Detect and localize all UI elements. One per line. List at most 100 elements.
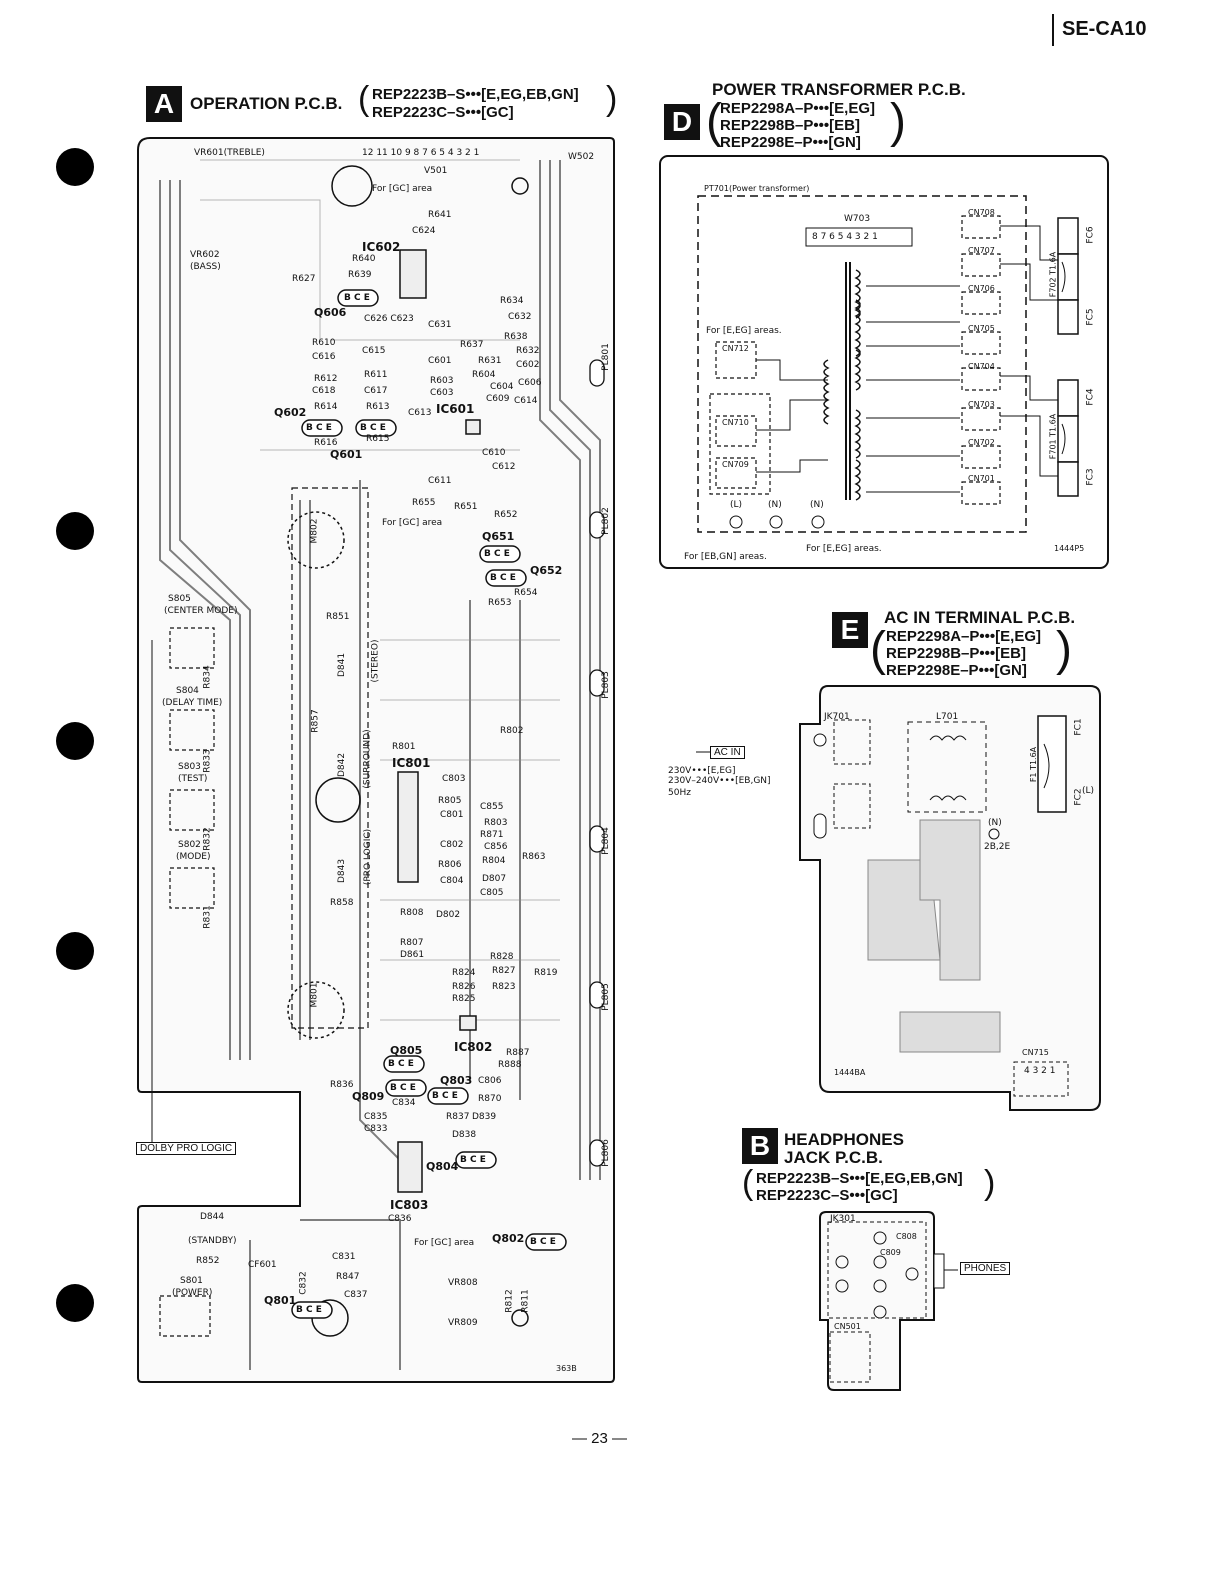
l701-label: L701 bbox=[936, 712, 959, 722]
w502-label: W502 bbox=[568, 152, 595, 162]
ac-in-callout: AC IN bbox=[710, 746, 745, 759]
header-divider bbox=[1052, 14, 1054, 46]
for-gc-area-3-label: For [GC] area bbox=[414, 1238, 475, 1248]
section-a-part-1: REP2223B–S•••[E,EG,EB,GN] bbox=[372, 86, 579, 103]
r863-label: R863 bbox=[522, 852, 546, 862]
ic801-label: IC801 bbox=[392, 756, 431, 770]
cn501-label: CN501 bbox=[834, 1322, 861, 1331]
section-b-title-2: JACK P.C.B. bbox=[784, 1148, 883, 1167]
l-terminal-label: (L) bbox=[730, 500, 743, 510]
r806-label: R806 bbox=[438, 860, 462, 870]
q809-bce: B C E bbox=[390, 1083, 416, 1093]
r655-label: R655 bbox=[412, 498, 436, 508]
r612-label: R612 bbox=[314, 374, 338, 384]
c803-label: C803 bbox=[442, 774, 466, 784]
d838-label: D838 bbox=[452, 1130, 477, 1140]
q804-bce: B C E bbox=[460, 1155, 486, 1165]
c610-label: C610 bbox=[482, 448, 506, 458]
vr602-label: VR602 bbox=[190, 250, 220, 260]
paren-left: ( bbox=[870, 623, 886, 676]
section-d-part-2: REP2298B–P•••[EB] bbox=[720, 117, 860, 134]
d802-label: D802 bbox=[436, 910, 461, 920]
paren-left: ( bbox=[706, 95, 722, 148]
for-eb-gn-areas-label: For [EB,GN] areas. bbox=[684, 552, 767, 562]
board-code: 363B bbox=[556, 1364, 577, 1373]
r640-label: R640 bbox=[352, 254, 376, 264]
c855-label: C855 bbox=[480, 802, 504, 812]
r652-label: R652 bbox=[494, 510, 518, 520]
s803-label: S803 bbox=[178, 762, 201, 772]
c611-label: C611 bbox=[428, 476, 452, 486]
r604-label: R604 bbox=[472, 370, 496, 380]
n-terminal-e-label: (N) bbox=[988, 818, 1002, 828]
cn706-label: CN706 bbox=[968, 284, 995, 293]
c837-label: C837 bbox=[344, 1290, 368, 1300]
c614-label: C614 bbox=[514, 396, 538, 406]
pt701-label: PT701(Power transformer) bbox=[704, 184, 810, 193]
r627-label: R627 bbox=[292, 274, 316, 284]
q809-label: Q809 bbox=[352, 1090, 385, 1103]
section-b-title-1: HEADPHONES bbox=[784, 1130, 904, 1149]
r819-label: R819 bbox=[534, 968, 558, 978]
cn704-label: CN704 bbox=[968, 362, 995, 371]
r610-label: R610 bbox=[312, 338, 336, 348]
binder-hole bbox=[56, 722, 94, 760]
n-terminal-label: (N) bbox=[768, 500, 782, 510]
cn710-label: CN710 bbox=[722, 418, 749, 427]
r825-label: R825 bbox=[452, 994, 476, 1004]
q802-label: Q802 bbox=[492, 1232, 525, 1245]
c612-label: C612 bbox=[492, 462, 516, 472]
q652-label: Q652 bbox=[530, 564, 563, 577]
for-gc-area-2-label: For [GC] area bbox=[382, 518, 443, 528]
r858-label: R858 bbox=[330, 898, 354, 908]
vr809-label: VR809 bbox=[448, 1318, 478, 1328]
r654-label: R654 bbox=[514, 588, 538, 598]
cn707-label: CN707 bbox=[968, 246, 995, 255]
section-b-badge: B bbox=[742, 1128, 778, 1164]
r805-label: R805 bbox=[438, 796, 462, 806]
r803-label: R803 bbox=[484, 818, 508, 828]
board-d-code: 1444P5 bbox=[1054, 544, 1085, 553]
q802-bce: B C E bbox=[530, 1237, 556, 1247]
section-d-title: POWER TRANSFORMER P.C.B. bbox=[712, 80, 966, 99]
r802-label: R802 bbox=[500, 726, 524, 736]
c835-label: C835 bbox=[364, 1112, 388, 1122]
r653-label: R653 bbox=[488, 598, 512, 608]
page-number: — 23 — bbox=[572, 1430, 628, 1447]
r828-label: R828 bbox=[490, 952, 514, 962]
d807-label: D807 bbox=[482, 874, 507, 884]
c618-label: C618 bbox=[312, 386, 336, 396]
cn709-label: CN709 bbox=[722, 460, 749, 469]
q651-bce: B C E bbox=[484, 549, 510, 559]
c805-label: C805 bbox=[480, 888, 504, 898]
section-d-part-1: REP2298A–P•••[E,EG] bbox=[720, 100, 875, 117]
standby-label: (STANDBY) bbox=[188, 1236, 237, 1246]
r603-label: R603 bbox=[430, 376, 454, 386]
ic802-label: IC802 bbox=[454, 1040, 493, 1054]
binder-hole bbox=[56, 932, 94, 970]
c601-label: C601 bbox=[428, 356, 452, 366]
power-label: (POWER) bbox=[172, 1288, 213, 1298]
s805-label: S805 bbox=[168, 594, 191, 604]
c808-label: C808 bbox=[896, 1232, 917, 1241]
cn703-label: CN703 bbox=[968, 400, 995, 409]
paren-right: ) bbox=[890, 95, 906, 148]
c801-label: C801 bbox=[440, 810, 464, 820]
w703-label: W703 bbox=[844, 214, 871, 224]
section-b-part-2: REP2223C–S•••[GC] bbox=[756, 1187, 898, 1204]
r641-label: R641 bbox=[428, 210, 452, 220]
q651-label: Q651 bbox=[482, 530, 515, 543]
section-e-part-2: REP2298B–P•••[EB] bbox=[886, 645, 1026, 662]
section-d-badge: D bbox=[664, 104, 700, 140]
c631-label: C631 bbox=[428, 320, 452, 330]
vr808-label: VR808 bbox=[448, 1278, 478, 1288]
w703-pins: 8 7 6 5 4 3 2 1 bbox=[812, 232, 878, 242]
s802-label: S802 bbox=[178, 840, 201, 850]
paren-right: ) bbox=[984, 1164, 996, 1202]
delay-time-label: (DELAY TIME) bbox=[162, 698, 223, 708]
r634-label: R634 bbox=[500, 296, 524, 306]
for-e-eg-areas-label: For [E,EG] areas. bbox=[706, 326, 782, 336]
jk701-label: JK701 bbox=[824, 712, 850, 722]
ref-2b-2e-label: 2B,2E bbox=[984, 842, 1011, 852]
c603-label: C603 bbox=[430, 388, 454, 398]
